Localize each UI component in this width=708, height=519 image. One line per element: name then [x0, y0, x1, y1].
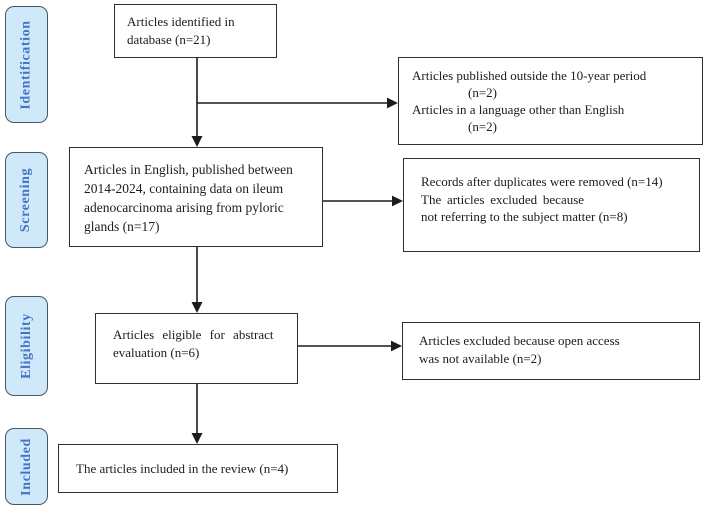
arrow-to-excluded-identification-head: [387, 97, 398, 109]
box-line: (n=2): [468, 119, 497, 134]
stage-identification-label: Identification: [18, 19, 34, 110]
box-line: Articles excluded because open access: [419, 333, 620, 348]
box-line: evaluation (n=6): [113, 344, 200, 360]
box-excluded-screening: Records after duplicates were removed (n…: [403, 158, 700, 252]
box-line: adenocarcinoma arising from pyloric: [84, 200, 284, 215]
box-articles-included: The articles included in the review (n=4…: [58, 444, 338, 493]
arrow-to-excluded-eligibility-head: [391, 340, 402, 352]
box-line: Articles published outside the 10-year p…: [412, 68, 647, 83]
stage-identification: Identification: [5, 6, 48, 123]
arrow-eligible-to-included-head: [191, 433, 203, 444]
stage-included: Included: [5, 428, 48, 505]
stage-eligibility: Eligibility: [5, 296, 48, 396]
box-line: glands (n=17): [84, 219, 160, 234]
stage-eligibility-label: Eligibility: [18, 313, 34, 379]
box-line: 2014-2024, containing data on ileum: [84, 181, 284, 196]
box-excluded-identification: Articles published outside the 10-year p…: [398, 57, 703, 145]
box-line: (n=2): [468, 85, 497, 100]
box-excluded-eligibility: Articles excluded because open access wa…: [402, 322, 700, 380]
stage-screening-label: Screening: [18, 167, 34, 233]
box-line: Articles in a language other than Englis…: [412, 102, 625, 117]
box-articles-eligible: Articles eligible for abstract evaluatio…: [95, 313, 298, 384]
box-line: Articles identified in: [127, 14, 235, 29]
box-line: The articles excluded because: [421, 191, 585, 207]
box-line: Articles eligible for abstract: [113, 327, 274, 342]
box-line: Records after duplicates were removed (n…: [421, 174, 663, 189]
arrow-identified-to-screened-head: [191, 136, 203, 147]
stage-included-label: Included: [18, 437, 34, 496]
box-articles-identified: Articles identified in database (n=21): [114, 4, 277, 58]
arrow-to-excluded-screening-head: [392, 195, 403, 207]
box-articles-screened: Articles in English, published between 2…: [69, 147, 323, 247]
box-line: database (n=21): [127, 31, 211, 47]
arrow-screened-to-eligible-head: [191, 302, 203, 313]
box-line: The articles included in the review (n=4…: [76, 460, 289, 476]
box-line: Articles in English, published between: [84, 162, 293, 177]
box-line: not referring to the subject matter (n=8…: [421, 209, 628, 224]
box-line: was not available (n=2): [419, 350, 542, 366]
stage-screening: Screening: [5, 152, 48, 248]
